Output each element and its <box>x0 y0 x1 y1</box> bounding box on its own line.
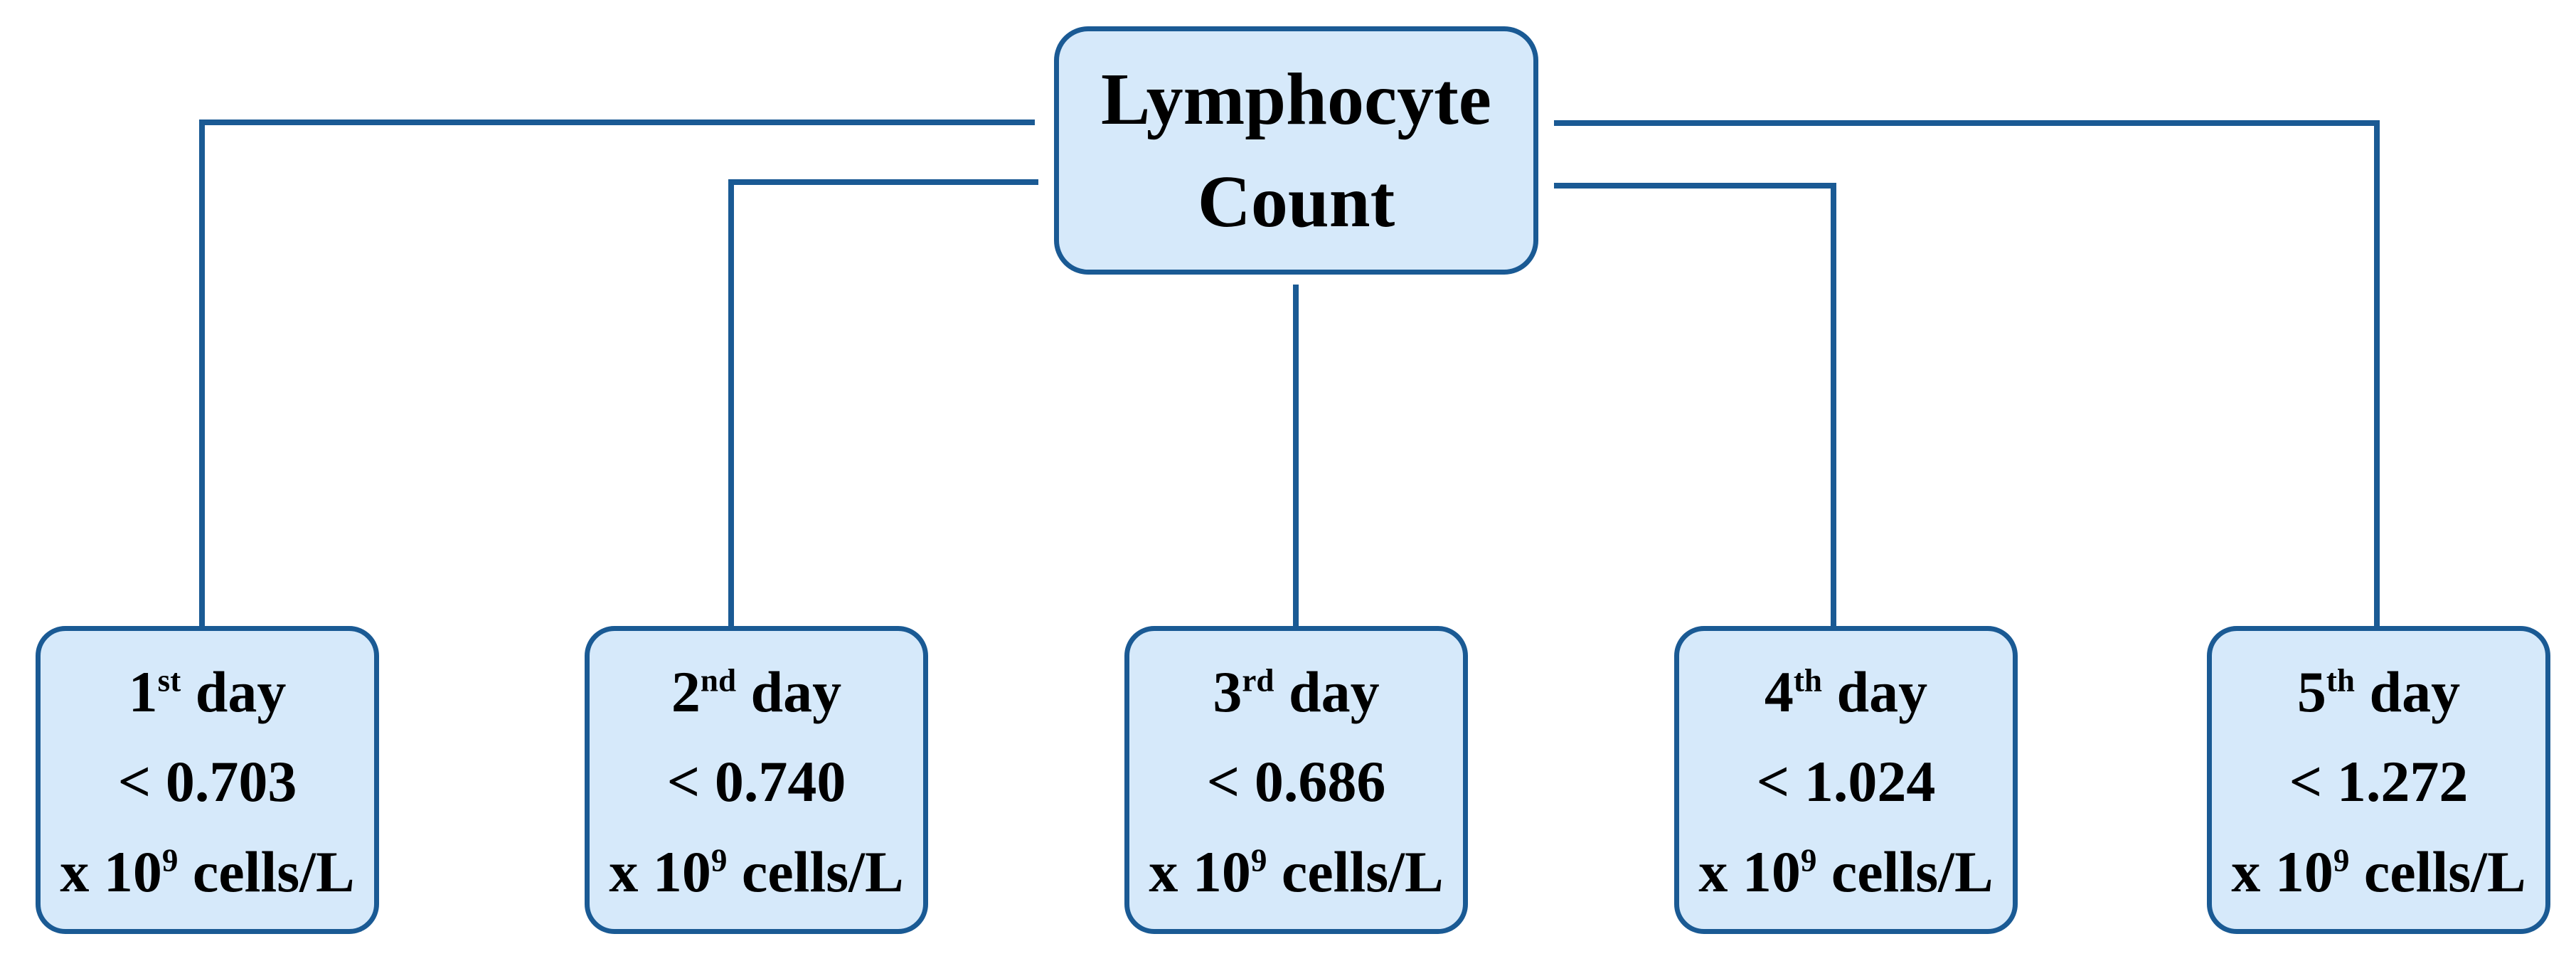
threshold-value: < 0.740 <box>666 749 846 814</box>
child-node-day-5: 5th day < 1.272 x 109 cells/L <box>2207 626 2550 934</box>
unit-label: x 109 cells/L <box>2231 827 2526 917</box>
unit-suffix: cells/L <box>1267 839 1444 904</box>
day-label: 3rd day <box>1213 647 1379 737</box>
unit-base: x 10 <box>609 839 711 904</box>
unit-exponent: 9 <box>710 842 728 879</box>
root-title-line2: Count <box>1197 160 1395 243</box>
day-ordinal: 2 <box>671 659 701 725</box>
unit-base: x 10 <box>2231 839 2333 904</box>
day-ordinal: 4 <box>1764 659 1794 725</box>
day-ordinal: 3 <box>1213 659 1242 725</box>
unit-suffix: cells/L <box>1816 839 1994 904</box>
day-label: 1st day <box>129 647 287 737</box>
connector-day-4 <box>1554 183 1836 629</box>
day-word: day <box>1274 659 1380 725</box>
child-node-day-2: 2nd day < 0.740 x 109 cells/L <box>585 626 928 934</box>
day-word: day <box>181 659 287 725</box>
connector-day-1 <box>199 120 1035 629</box>
unit-label: x 109 cells/L <box>609 827 903 917</box>
unit-base: x 10 <box>60 839 162 904</box>
threshold-value: < 0.686 <box>1206 749 1386 814</box>
unit-exponent: 9 <box>2333 842 2350 879</box>
day-ordinal-suffix: th <box>1793 662 1822 699</box>
root-title-line1: Lymphocyte <box>1101 58 1491 140</box>
day-ordinal: 1 <box>128 659 158 725</box>
root-node-lymphocyte-count: Lymphocyte Count <box>1054 26 1538 275</box>
day-label: 4th day <box>1765 647 1927 737</box>
unit-exponent: 9 <box>1250 842 1267 879</box>
day-ordinal: 5 <box>2296 659 2326 725</box>
day-label: 2nd day <box>671 647 841 737</box>
unit-base: x 10 <box>1698 839 1801 904</box>
unit-suffix: cells/L <box>727 839 904 904</box>
child-node-day-3: 3rd day < 0.686 x 109 cells/L <box>1124 626 1468 934</box>
unit-exponent: 9 <box>161 842 179 879</box>
threshold-value: < 1.272 <box>2289 749 2469 814</box>
day-ordinal-suffix: th <box>2326 662 2355 699</box>
unit-suffix: cells/L <box>2349 839 2526 904</box>
child-node-day-1: 1st day < 0.703 x 109 cells/L <box>36 626 379 934</box>
unit-label: x 109 cells/L <box>1698 827 1993 917</box>
day-word: day <box>2355 659 2461 725</box>
day-ordinal-suffix: rd <box>1242 662 1274 699</box>
threshold-value: < 1.024 <box>1756 749 1936 814</box>
day-word: day <box>736 659 842 725</box>
day-ordinal-suffix: nd <box>700 662 737 699</box>
unit-label: x 109 cells/L <box>60 827 354 917</box>
child-node-day-4: 4th day < 1.024 x 109 cells/L <box>1674 626 2018 934</box>
connector-day-5 <box>1554 120 2380 629</box>
connector-day-2 <box>728 179 1038 629</box>
day-label: 5th day <box>2297 647 2460 737</box>
day-word: day <box>1822 659 1928 725</box>
unit-suffix: cells/L <box>178 839 355 904</box>
unit-base: x 10 <box>1149 839 1251 904</box>
unit-label: x 109 cells/L <box>1149 827 1443 917</box>
day-ordinal-suffix: st <box>157 662 181 699</box>
threshold-value: < 0.703 <box>117 749 297 814</box>
unit-exponent: 9 <box>1800 842 1817 879</box>
